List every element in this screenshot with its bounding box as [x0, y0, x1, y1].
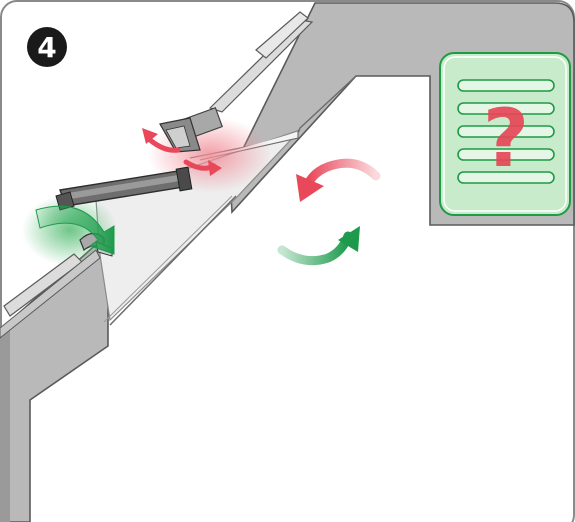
green-curved-arrow [277, 226, 360, 266]
red-double-arrow [142, 128, 222, 176]
sash-edge [109, 195, 237, 326]
step-badge: 4 [27, 27, 67, 67]
upper-rail [159, 11, 314, 153]
vent-slats [457, 79, 555, 184]
step-badge-circle [27, 27, 67, 67]
left-edge-strip [0, 330, 10, 522]
sash-edge-inner [103, 195, 233, 323]
question-mark: ? [483, 92, 529, 185]
green-rotate-arrow [35, 205, 115, 255]
lower-rail [0, 249, 101, 339]
lower-operator-bar [55, 166, 193, 211]
vent-panel-inner [443, 56, 567, 212]
step-number: 4 [37, 31, 56, 64]
red-curved-arrow [296, 158, 381, 202]
vent-unknown-icon: ? [439, 52, 571, 216]
